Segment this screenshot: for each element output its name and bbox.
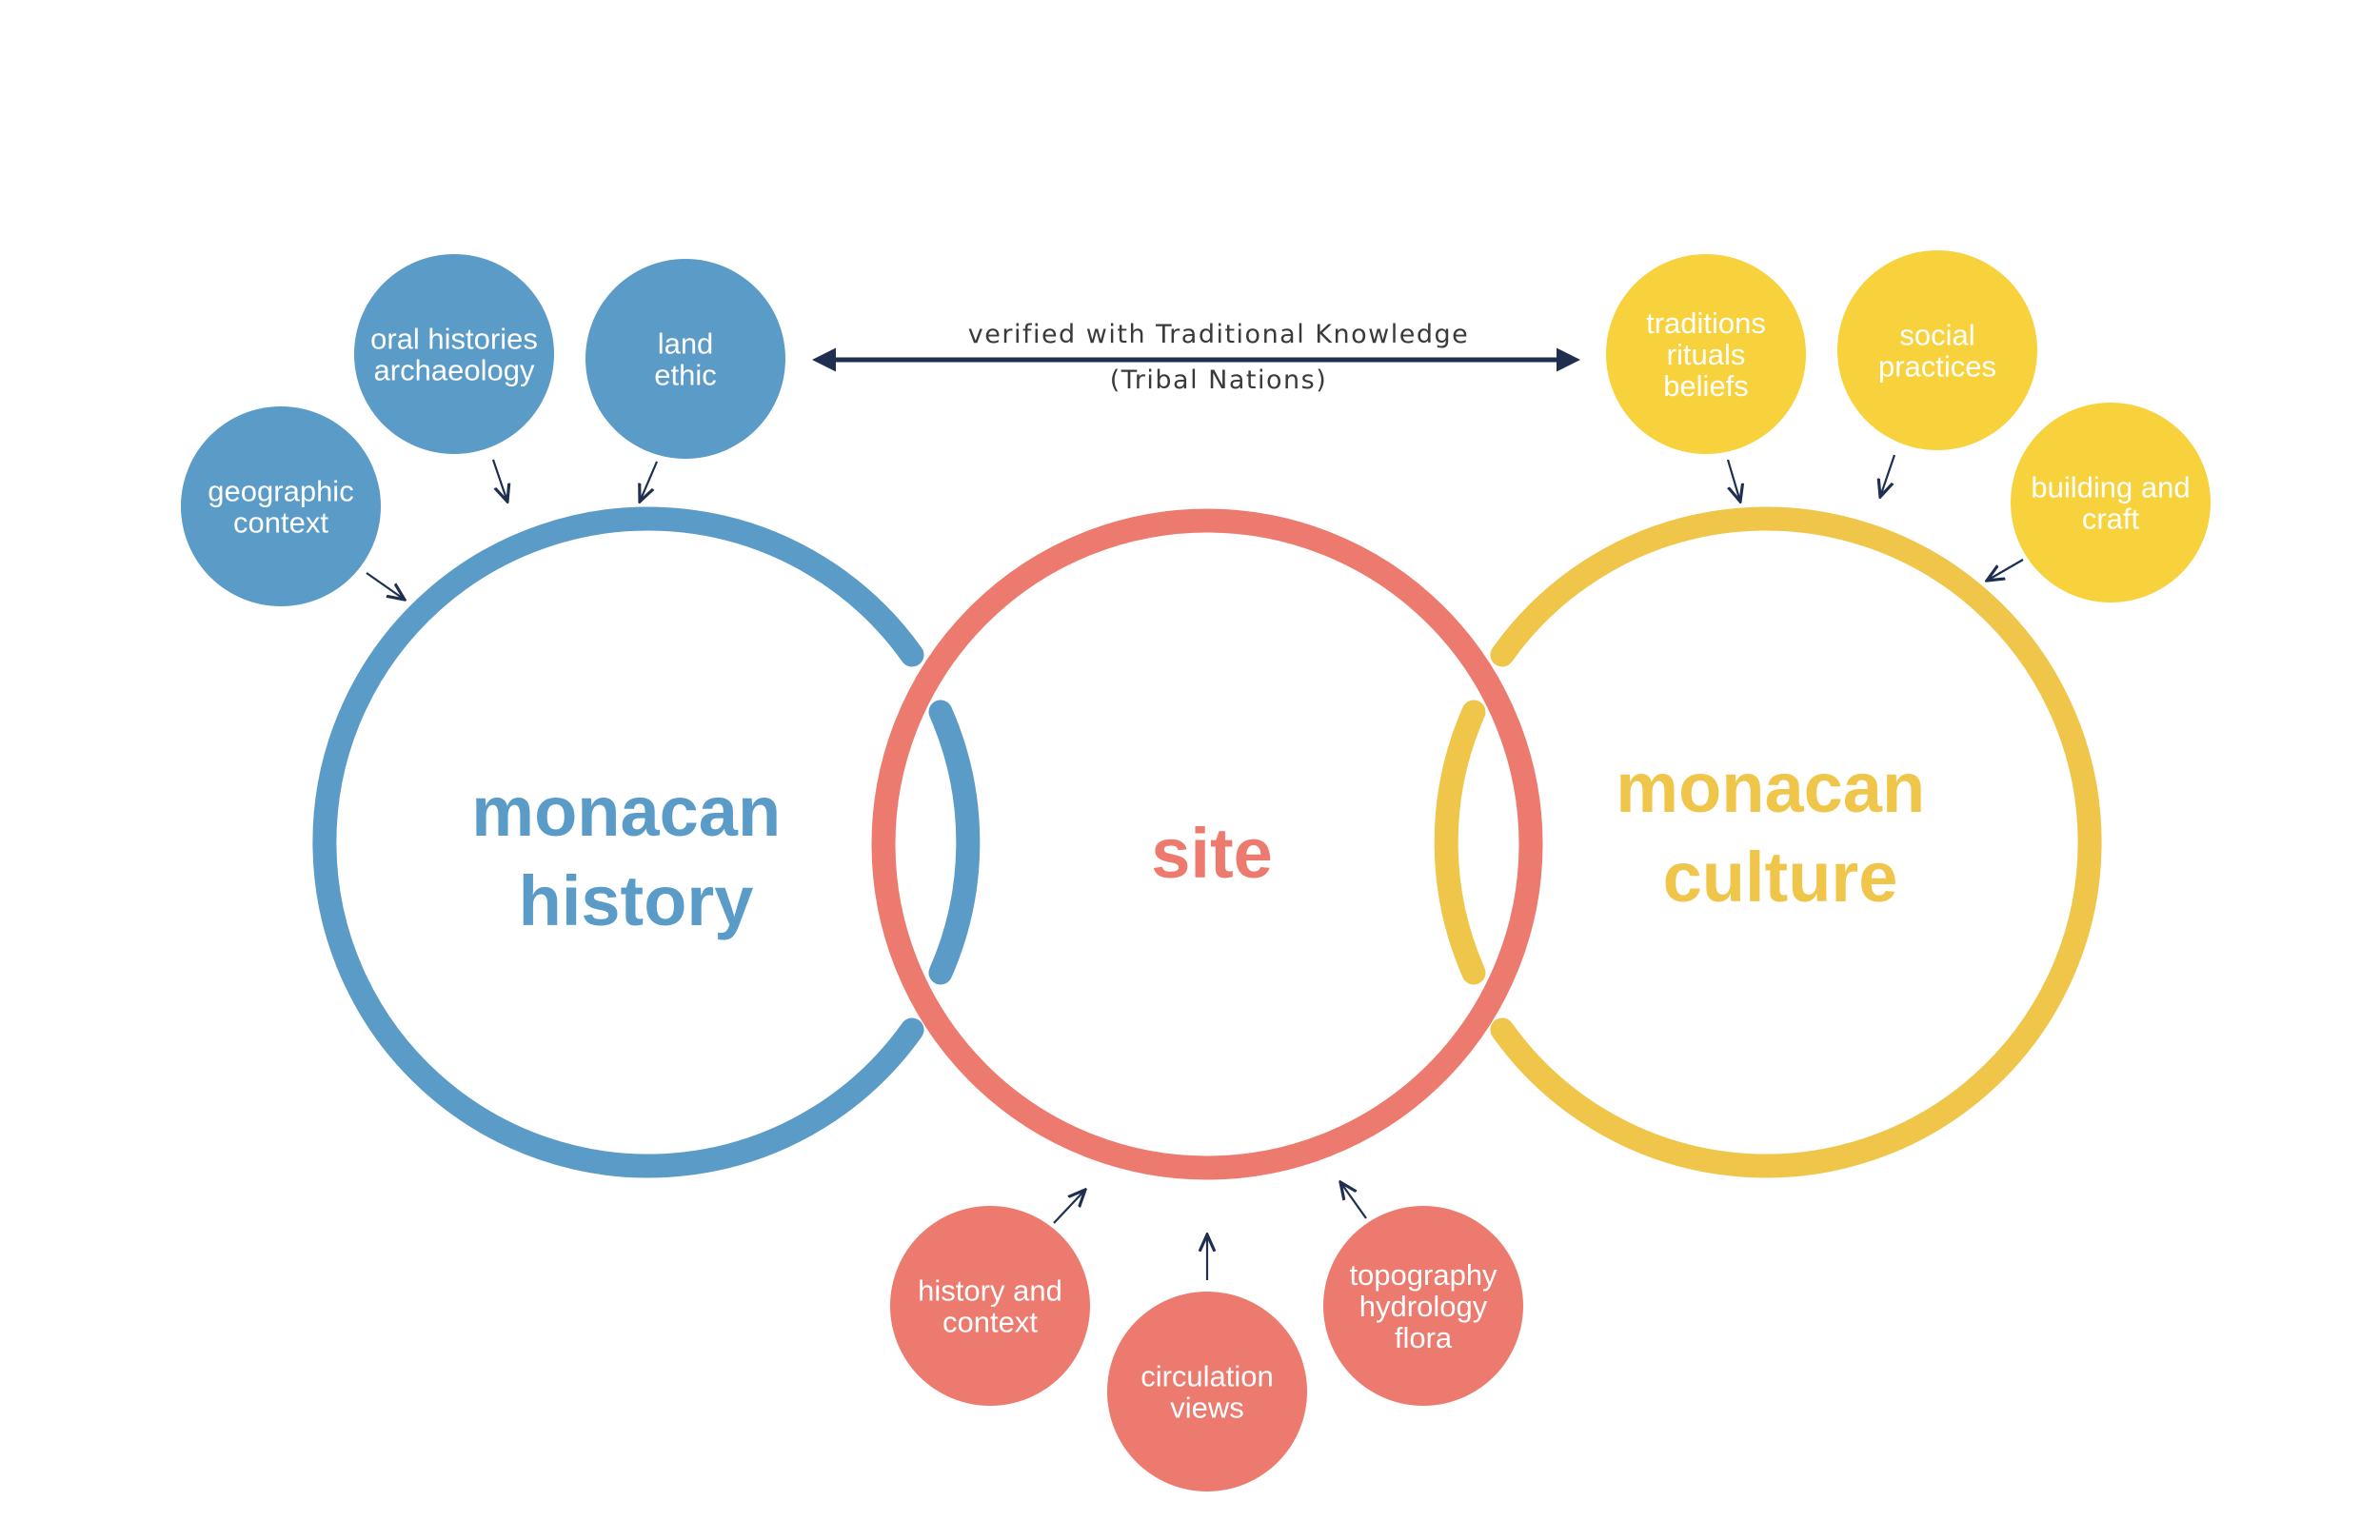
site-ring-circle [871,508,1543,1180]
bubble-label-line: circulation [1140,1360,1274,1393]
bubble-label-line: ethic [654,359,716,392]
site-ring [871,508,1543,1180]
bubble-label-line: rituals [1667,338,1746,371]
bubble-label-line: context [942,1306,1038,1339]
bubble-label-line: practices [1878,350,1996,384]
culture-label-line2: culture [1663,838,1898,917]
bubble-label-line: flora [1395,1321,1453,1354]
bubble-label-line: geographic [208,475,353,508]
bubble-label-line: topography [1349,1258,1497,1292]
bubble-label-line: context [233,506,328,540]
history-ring-arc [312,506,924,1178]
bubble-label-line: traditions [1646,306,1766,340]
arrow-building-to-culture [1987,559,2024,581]
bubble-label-line: social [1899,319,1974,352]
culture-ring-inner-arc [1434,700,1486,985]
site-label: site [1151,814,1273,893]
verification-sublabel: (Tribal Nations) [1110,365,1328,395]
arrow-history-context-to-site [1053,1190,1085,1224]
arrow-traditions-to-culture [1726,459,1740,502]
verification-label: verified with Traditional Knowledge [968,320,1469,349]
arrow-social-to-culture [1880,454,1896,497]
history-label: monacan history [471,772,800,940]
culture-label-line1: monacan [1616,748,1925,827]
arrow-geographic-to-history [366,572,405,600]
bubble-label-line: hydrology [1359,1290,1488,1323]
arrow-oral-to-history [491,459,507,502]
bubble-label-line: beliefs [1663,369,1749,403]
bubble-label-line: views [1170,1392,1244,1425]
bubble-label-line: archaeology [374,354,535,387]
culture-ring-arc [1490,506,2102,1178]
bubble-label-line: history and [918,1274,1062,1308]
history-label-line1: monacan [471,772,781,851]
culture-label: monacan culture [1616,748,1944,917]
arrow-land-to-history [640,461,659,502]
history-ring [312,506,981,1178]
verification-connector: verified with Traditional Knowledge (Tri… [812,320,1580,395]
bubble-label-line: craft [2082,503,2140,536]
history-ring-inner-arc [928,700,981,985]
history-label-line2: history [519,861,754,940]
arrow-topography-to-site [1340,1182,1367,1219]
culture-ring [1434,506,2102,1178]
bubble-label-line: oral histories [370,323,538,356]
bubble-label-line: building and [2031,471,2190,504]
bubble-label-line: land [658,327,714,361]
